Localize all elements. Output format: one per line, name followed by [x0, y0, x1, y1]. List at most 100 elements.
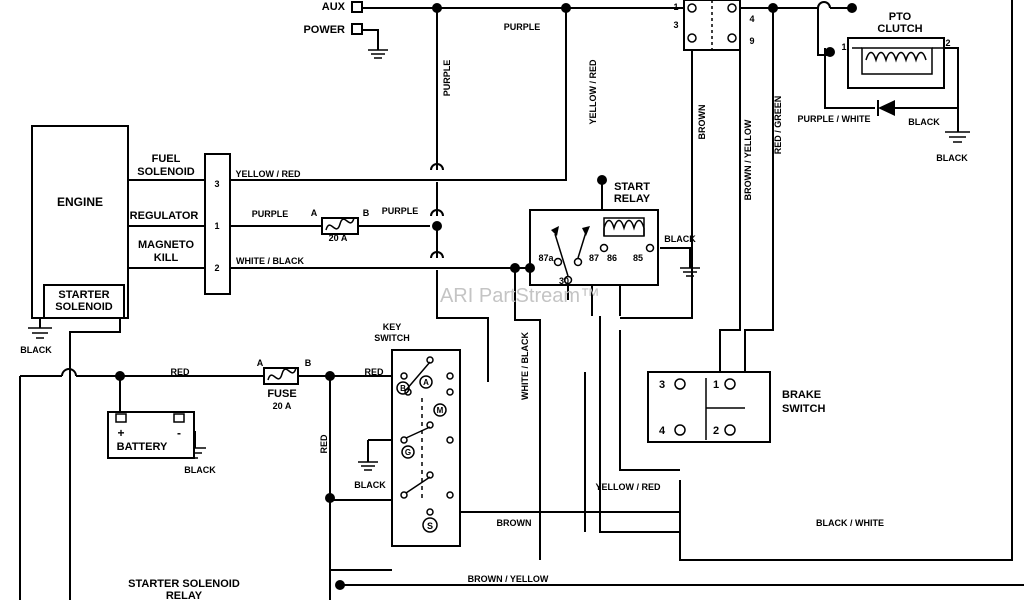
wire-label-purple-top: PURPLE: [504, 22, 541, 32]
svg-text:B: B: [363, 208, 370, 218]
key-terminal-g: [401, 445, 415, 459]
junction-dots: [115, 3, 857, 590]
starter-solenoid-label-1: STARTER: [58, 289, 109, 301]
pto-label-2: CLUTCH: [877, 23, 922, 35]
key-terminal-s: [422, 517, 438, 533]
wire-label-black-pto-ground: BLACK: [936, 153, 968, 163]
svg-text:3: 3: [673, 20, 678, 30]
fuse-top-rating: 20 A: [329, 233, 348, 243]
svg-text:-: -: [177, 426, 181, 440]
svg-text:A: A: [257, 358, 264, 368]
fuel-solenoid-label-2: SOLENOID: [137, 166, 195, 178]
wire-label-red-green-vertical: RED / GREEN: [773, 96, 783, 155]
svg-text:2: 2: [945, 38, 950, 48]
watermark: ARI PartStream™: [440, 285, 600, 307]
svg-text:87: 87: [589, 253, 599, 263]
magneto-label-1: MAGNETO: [138, 239, 194, 251]
starter-solenoid-box: [43, 284, 125, 319]
starter-solenoid-label-2: SOLENOID: [55, 301, 113, 313]
brake-switch-box: [647, 371, 771, 443]
power-label: POWER: [303, 24, 345, 36]
pto-label-1: PTO: [889, 11, 912, 23]
wire-label-purple-reg-a: PURPLE: [252, 209, 289, 219]
ssr-label-2: RELAY: [166, 590, 203, 600]
svg-text:1: 1: [841, 42, 846, 52]
wire-brown-key: [460, 0, 1013, 561]
wire-power-ground: [360, 29, 379, 50]
ssr-label-1: STARTER SOLENOID: [128, 578, 240, 590]
fuse-main-label: FUSE: [267, 388, 296, 400]
svg-text:30: 30: [559, 276, 569, 286]
wire-label-brown-yellow-vertical: BROWN / YELLOW: [743, 119, 753, 200]
svg-text:85: 85: [633, 253, 643, 263]
wire-label-purple-vertical: PURPLE: [442, 60, 452, 97]
svg-text:87a: 87a: [538, 253, 554, 263]
svg-text:M: M: [437, 406, 444, 415]
component-labels: ENGINE STARTER SOLENOID FUEL SOLENOID RE…: [55, 1, 922, 600]
start-relay-label-1: START: [614, 181, 650, 193]
svg-text:B: B: [305, 358, 312, 368]
key-terminal-a: [419, 375, 433, 389]
wire-purple-vertical: [436, 8, 489, 382]
ground-symbol-engine: [28, 327, 52, 339]
brake-switch-contacts: [705, 378, 745, 440]
svg-text:1: 1: [214, 221, 219, 231]
wire-label-black-white: BLACK / WHITE: [816, 518, 884, 528]
fuse-main-element: [267, 367, 297, 381]
ground-symbol-power: [368, 49, 388, 59]
battery-label: BATTERY: [117, 441, 168, 453]
wire-red-hop: [61, 368, 77, 377]
wire-label-yellow-red-fuel: YELLOW / RED: [236, 169, 302, 179]
wire-red-green: [744, 10, 774, 432]
svg-text:A: A: [423, 378, 429, 387]
svg-text:9: 9: [749, 36, 754, 46]
wire-labels: PURPLE PURPLE YELLOW / RED BROWN BROWN /…: [20, 22, 968, 584]
wire-label-brown-key: BROWN: [497, 518, 532, 528]
magneto-label-2: KILL: [154, 252, 179, 264]
ground-symbol-relay: [680, 267, 700, 277]
wire-label-black-battery: BLACK: [184, 465, 216, 475]
svg-text:B: B: [400, 384, 406, 393]
regulator-label: REGULATOR: [130, 210, 199, 222]
wire-white-black-vertical: [514, 268, 541, 560]
power-terminal: [351, 23, 363, 35]
wire-relay-ground: [660, 247, 691, 268]
aux-label: AUX: [322, 1, 346, 13]
svg-text:3: 3: [659, 379, 665, 391]
brake-switch-label-2: SWITCH: [782, 403, 825, 415]
relay-contacts: [554, 231, 587, 277]
key-terminal-m: [433, 403, 447, 417]
wire-brown-yellow: [719, 45, 741, 382]
svg-text:4: 4: [659, 425, 666, 437]
diode-icon: [878, 100, 895, 116]
engine-label: ENGINE: [57, 195, 103, 209]
svg-text:+: +: [117, 426, 124, 440]
wire-label-brown-vertical: BROWN: [697, 105, 707, 140]
wire-key-black: [367, 439, 392, 462]
connector-block: [204, 153, 231, 295]
wire-label-black-pto: BLACK: [908, 117, 940, 127]
key-terminal-b: [396, 381, 410, 395]
wire-label-yellow-red-vertical: YELLOW / RED: [588, 59, 598, 125]
fuse-main-rating: 20 A: [273, 401, 292, 411]
key-switch-label-2: SWITCH: [374, 333, 410, 343]
svg-text:1: 1: [713, 379, 719, 391]
pin-labels: 3 1 2 A B A B 87a 87 86 85 30 1 2 1 3 4 …: [117, 2, 950, 531]
wire-yellow-red-fuel: [230, 8, 567, 181]
pto-coil: [865, 51, 927, 63]
svg-text:2: 2: [214, 263, 219, 273]
fuse-top-element: [325, 217, 355, 231]
wire-purple-hops: [430, 163, 444, 259]
wire-label-red-vertical: RED: [319, 434, 329, 454]
svg-text:2: 2: [713, 425, 719, 437]
wire-starter-solenoid: [69, 318, 121, 600]
key-switch-label-1: KEY: [383, 322, 402, 332]
svg-text:4: 4: [749, 14, 754, 24]
wire-label-black-engine: BLACK: [20, 345, 52, 355]
svg-text:G: G: [405, 448, 411, 457]
wire-label-purple-white: PURPLE / WHITE: [797, 114, 870, 124]
wire-label-white-black-vertical: WHITE / BLACK: [520, 332, 530, 400]
svg-text:1: 1: [673, 2, 678, 12]
wire-label-purple-reg-b: PURPLE: [382, 206, 419, 216]
